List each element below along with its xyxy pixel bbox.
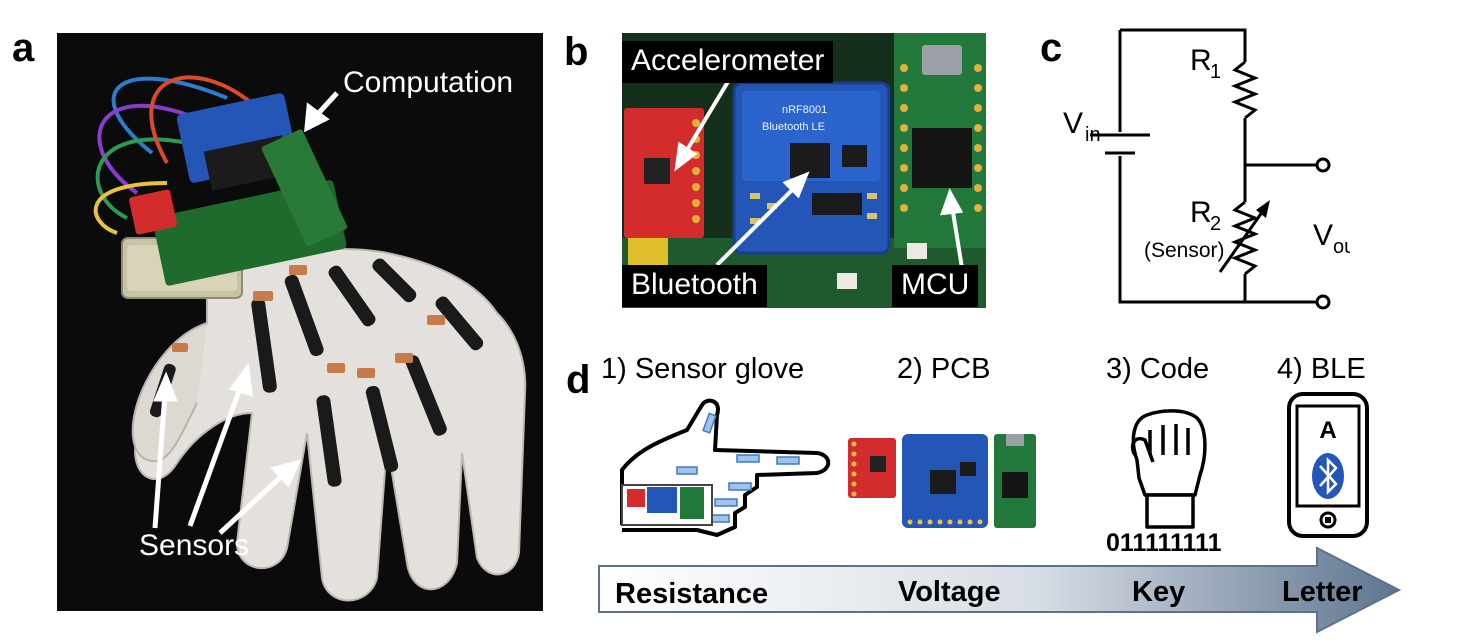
code-value: 011111111 — [1106, 529, 1222, 557]
pcb-boards-drawing — [848, 434, 1036, 528]
glove-illustration — [93, 75, 527, 602]
panel-c-letter: c — [1040, 26, 1063, 70]
arrow-label-letter: Letter — [1282, 576, 1363, 608]
arrow-label-voltage: Voltage — [898, 576, 1001, 608]
module-text-1: nRF8001 — [782, 104, 827, 116]
sensor-label: (Sensor) — [1144, 239, 1225, 262]
computation-label: Computation — [343, 66, 514, 99]
r2-label: R — [1190, 196, 1212, 229]
accelerometer-label: Accelerometer — [622, 41, 834, 83]
phone-letter: A — [1319, 417, 1336, 444]
mcu-label: MCU — [892, 265, 979, 307]
glove-photo: Computation Sensors — [57, 33, 543, 611]
pcb-photo: nRF8001 Bluetooth LE — [622, 33, 986, 308]
module-text-2: Bluetooth LE — [762, 121, 825, 133]
arrow-label-resistance: Resistance — [615, 578, 769, 610]
phone-icon: A — [1287, 392, 1369, 538]
voltage-divider-circuit: V in R 1 R 2 (Sensor) V out — [1063, 28, 1350, 310]
step-pcb: 2) PCB — [897, 353, 991, 385]
step-sensor-glove: 1) Sensor glove — [601, 353, 805, 385]
panel-b-letter: b — [564, 30, 589, 74]
vout-subscript: out — [1333, 236, 1350, 258]
vout-label: V — [1313, 219, 1333, 252]
panel-a-letter: a — [12, 26, 35, 70]
r2-subscript: 2 — [1210, 213, 1221, 235]
glove-drawing — [620, 398, 831, 537]
asl-hand-sign-icon — [1130, 409, 1207, 529]
r1-subscript: 1 — [1210, 61, 1221, 83]
r1-label: R — [1190, 44, 1212, 77]
vin-label: V — [1063, 107, 1083, 140]
process-arrow — [598, 546, 1402, 634]
step-code: 3) Code — [1106, 353, 1210, 385]
arrow-label-key: Key — [1132, 576, 1186, 608]
step-ble: 4) BLE — [1277, 353, 1366, 385]
vin-subscript: in — [1085, 124, 1101, 146]
bluetooth-label: Bluetooth — [622, 265, 767, 307]
panel-d-letter: d — [566, 358, 591, 402]
sensors-label: Sensors — [139, 529, 250, 562]
